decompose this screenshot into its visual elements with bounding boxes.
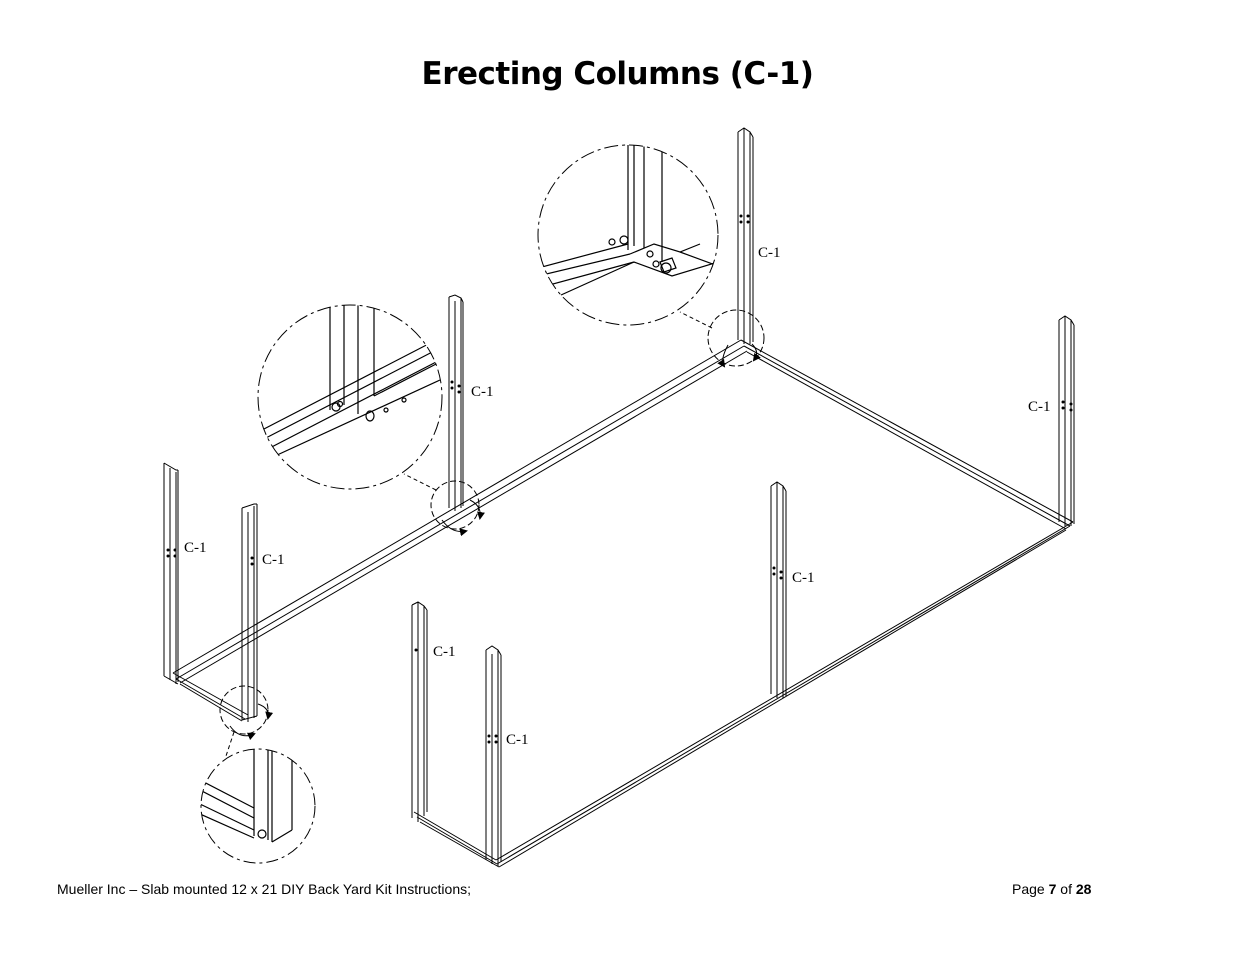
footer-document-name: Mueller Inc – Slab mounted 12 x 21 DIY B…	[57, 881, 471, 897]
label-c1-far-left: C-1	[184, 540, 207, 556]
column-c1-left-front	[241, 503, 258, 722]
label-c1-mid-left: C-1	[471, 384, 494, 400]
footer-page-total: 28	[1075, 881, 1092, 897]
footer-page-of: of	[1060, 881, 1072, 897]
column-c1-far-left	[163, 462, 179, 685]
footer-page-word: Page	[1012, 881, 1045, 897]
label-c1-right-corner: C-1	[1028, 399, 1051, 415]
column-c1-front-left	[411, 601, 428, 822]
label-c1-back-corner: C-1	[758, 245, 781, 261]
label-c1-mid-front: C-1	[792, 570, 815, 586]
detail-view-back-corner	[537, 144, 719, 326]
column-c1-back-corner	[737, 127, 754, 344]
column-c1-front-corner	[485, 645, 502, 866]
callout-markers	[219, 309, 765, 757]
column-c1-right-corner	[1058, 315, 1075, 526]
footer-page-number: Page 7 of 28	[1012, 881, 1091, 897]
label-c1-front-left: C-1	[433, 644, 456, 660]
column-labels: C-1 C-1 C-1 C-1 C-1 C-1 C-1 C-1	[184, 245, 1051, 748]
column-c1-mid-front	[770, 481, 787, 698]
footer-page-current: 7	[1048, 881, 1057, 897]
label-c1-front-corner: C-1	[506, 732, 529, 748]
columns	[163, 127, 1075, 866]
detail-view-mid-left	[257, 304, 443, 490]
detail-view-left-front	[200, 748, 316, 864]
page-title: Erecting Columns (C-1)	[421, 56, 814, 92]
column-c1-mid-left	[448, 294, 464, 511]
label-c1-left-front: C-1	[262, 552, 285, 568]
